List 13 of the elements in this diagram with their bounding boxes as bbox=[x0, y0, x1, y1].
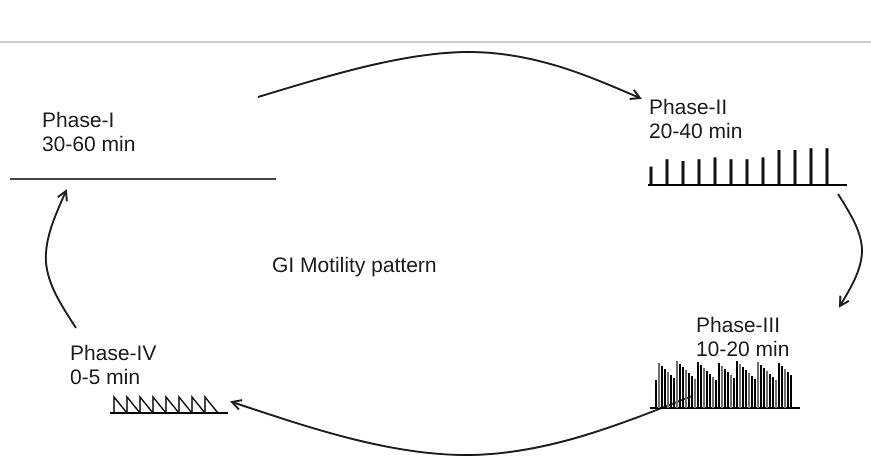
diagram-label: GI Motility pattern bbox=[272, 254, 437, 278]
cycle-arrow bbox=[231, 395, 692, 456]
phase-duration: 20-40 min bbox=[649, 120, 742, 144]
phase-title: Phase-III bbox=[696, 314, 780, 338]
cycle-arrow bbox=[258, 51, 641, 100]
phase-duration: 30-60 min bbox=[42, 133, 136, 157]
phase-duration: 0-5 min bbox=[70, 366, 140, 390]
phase-title: Phase-IV bbox=[70, 342, 156, 366]
phase-duration: 10-20 min bbox=[696, 338, 790, 362]
phase-title: Phase-I bbox=[42, 109, 114, 133]
phase-title: Phase-II bbox=[649, 96, 728, 120]
cycle-arrow bbox=[837, 193, 863, 307]
cycle-arrow bbox=[44, 190, 77, 329]
